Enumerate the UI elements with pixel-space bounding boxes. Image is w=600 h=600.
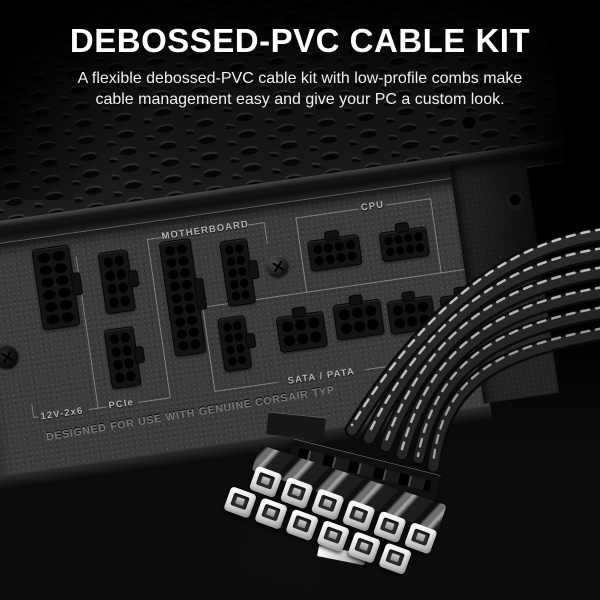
pin-socket [379, 517, 400, 535]
subtitle-line-1: A flexible debossed-PVC cable kit with l… [77, 70, 523, 87]
pin-socket [286, 483, 307, 501]
pin-socket [385, 548, 405, 567]
pin-contact [359, 541, 370, 552]
pin-socket [292, 514, 312, 533]
pin-contact [260, 476, 271, 486]
pin-socket [230, 492, 250, 511]
connector-pin [223, 486, 258, 519]
pin-contact [235, 496, 245, 506]
pin-socket [261, 503, 281, 522]
cable-4 [394, 285, 600, 462]
pin-socket [323, 526, 343, 544]
pin-contact [328, 530, 338, 540]
connector-pin [378, 542, 413, 576]
pin-socket [410, 528, 431, 547]
connector-clip [238, 525, 326, 590]
subtitle: A flexible debossed-PVC cable kit with l… [0, 69, 600, 111]
marketing-header: DEBOSSED-PVC CABLE KIT A flexible deboss… [0, 0, 600, 111]
pin-socket [255, 471, 276, 490]
pin-socket [317, 494, 338, 513]
connector-pin [254, 497, 289, 531]
cable-6 [425, 326, 600, 477]
pin-contact [297, 519, 307, 529]
pin-contact [415, 532, 426, 542]
cable-strands [344, 227, 600, 477]
cable-5 [410, 305, 600, 469]
pin-contact [390, 553, 401, 563]
comb-left-wing [266, 411, 327, 441]
pin-socket [348, 505, 369, 524]
pin-contact [353, 509, 364, 520]
pin-contact [322, 498, 333, 508]
pin-contact [291, 487, 302, 497]
page-title: DEBOSSED-PVC CABLE KIT [69, 22, 531, 59]
subtitle-line-2: cable management easy and give your PC a… [95, 90, 505, 108]
pin-contact [266, 507, 276, 518]
pin-contact [384, 521, 395, 531]
pin-socket [354, 537, 374, 556]
